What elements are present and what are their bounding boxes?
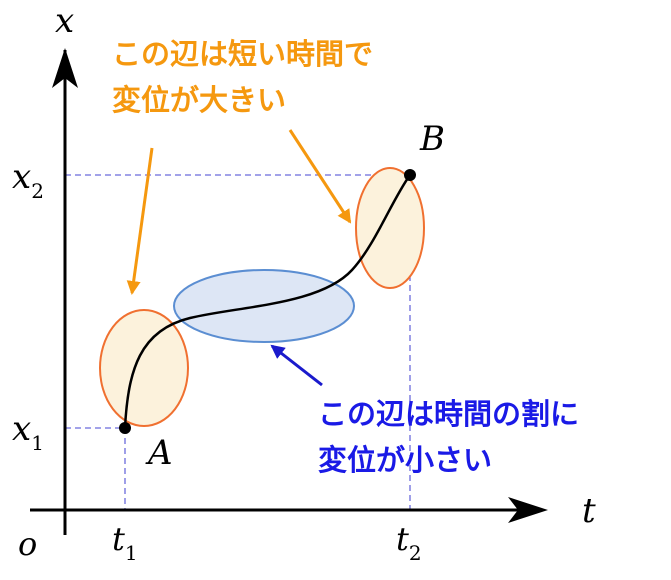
steep-region-right	[355, 167, 425, 289]
point-b	[404, 169, 416, 181]
steep-annotation-line1: この辺は短い時間で	[112, 37, 373, 71]
x1-label: x1	[12, 409, 44, 455]
x-axis-label: t	[582, 491, 596, 531]
blue-arrow	[270, 344, 323, 387]
steep-annotation-line2: 変位が大きい	[112, 83, 286, 117]
position-curve	[123, 174, 412, 429]
point-a-label: A	[145, 433, 173, 473]
y-axis-arrow-icon	[52, 48, 78, 88]
flat-annotation-line2: 変位が小さい	[318, 443, 492, 477]
orange-arrow-right	[288, 129, 352, 224]
flat-annotation-line1: この辺は時間の割に	[318, 397, 579, 431]
point-a	[119, 422, 131, 434]
t1-label: t1	[112, 520, 138, 565]
x2-label: x2	[12, 157, 44, 203]
x-axis-arrow-icon	[508, 497, 548, 523]
steep-region-left	[99, 309, 189, 427]
origin-label: o	[18, 525, 37, 563]
y-axis-label: x	[55, 1, 74, 41]
t2-label: t2	[396, 520, 422, 565]
point-b-label: B	[419, 119, 445, 159]
orange-arrow-left	[126, 147, 154, 295]
